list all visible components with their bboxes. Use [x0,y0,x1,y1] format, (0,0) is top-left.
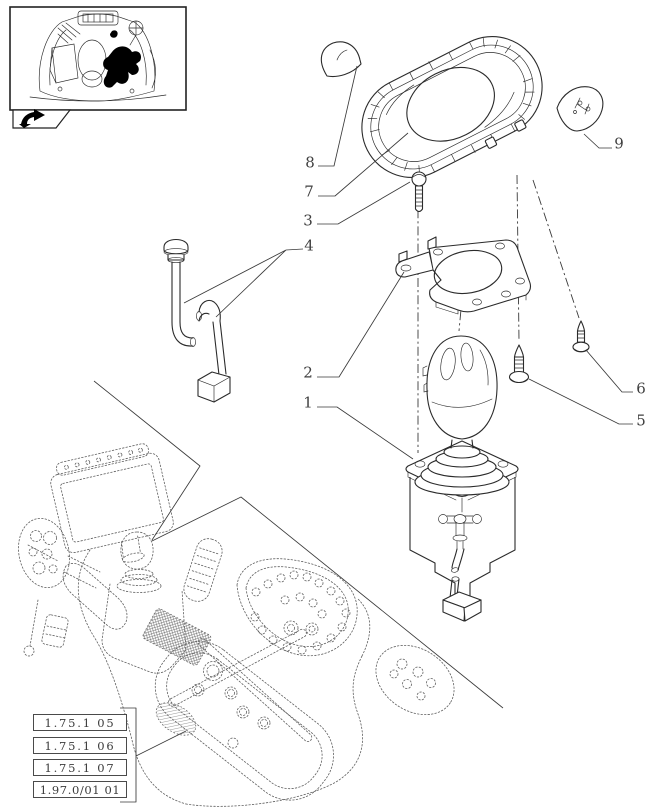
part-1-joystick-assembly[interactable] [405,335,519,622]
location-indicator-lines [93,380,504,709]
reference-box-2[interactable]: 1.75.1 06 [33,737,127,754]
part-2-bracket[interactable] [395,236,532,315]
armrest-pad [154,641,334,801]
part-6-screw[interactable] [572,320,590,353]
part-label-7: 7 [304,182,314,201]
part-label-4: 4 [304,236,314,255]
console-left-pod [18,517,101,589]
reference-location-patch [155,702,197,736]
reference-box-3[interactable]: 1.75.1 07 [33,759,127,776]
cab-location-thumbnail[interactable] [9,6,187,129]
back-arrow-icon[interactable] [19,109,45,128]
part-label-1: 1 [303,393,313,412]
part-4-linkage-rods[interactable] [163,238,231,403]
part-label-2: 2 [303,363,313,382]
console-right-pod [375,644,455,716]
console-button-panel [236,558,358,657]
cab-sketch [29,10,167,102]
part-3-screw[interactable] [411,171,427,213]
part-8-cap[interactable] [320,41,362,78]
part-5-screw[interactable] [508,344,530,384]
console-joystick-location [101,531,187,674]
console-gear-strip [183,538,223,602]
joystick-cable-connector [442,548,482,622]
reference-box-4[interactable]: 1.97.0/01 01 [33,781,127,798]
armrest-console-phantom [18,443,455,807]
console-monitor [50,443,174,563]
part-label-3: 3 [303,211,313,230]
reference-box-1[interactable]: 1.75.1 05 [33,714,127,731]
part-9-cap[interactable] [556,86,604,132]
leader-lines [183,65,633,460]
part-label-8: 8 [305,153,315,172]
part-label-6: 6 [636,379,646,398]
part-label-9: 9 [614,134,624,153]
part-location-highlight [103,30,142,88]
assembly-axes [417,174,580,453]
part-7-bezel[interactable] [344,18,561,198]
part-label-5: 5 [636,411,646,430]
reference-bracket [120,707,187,803]
